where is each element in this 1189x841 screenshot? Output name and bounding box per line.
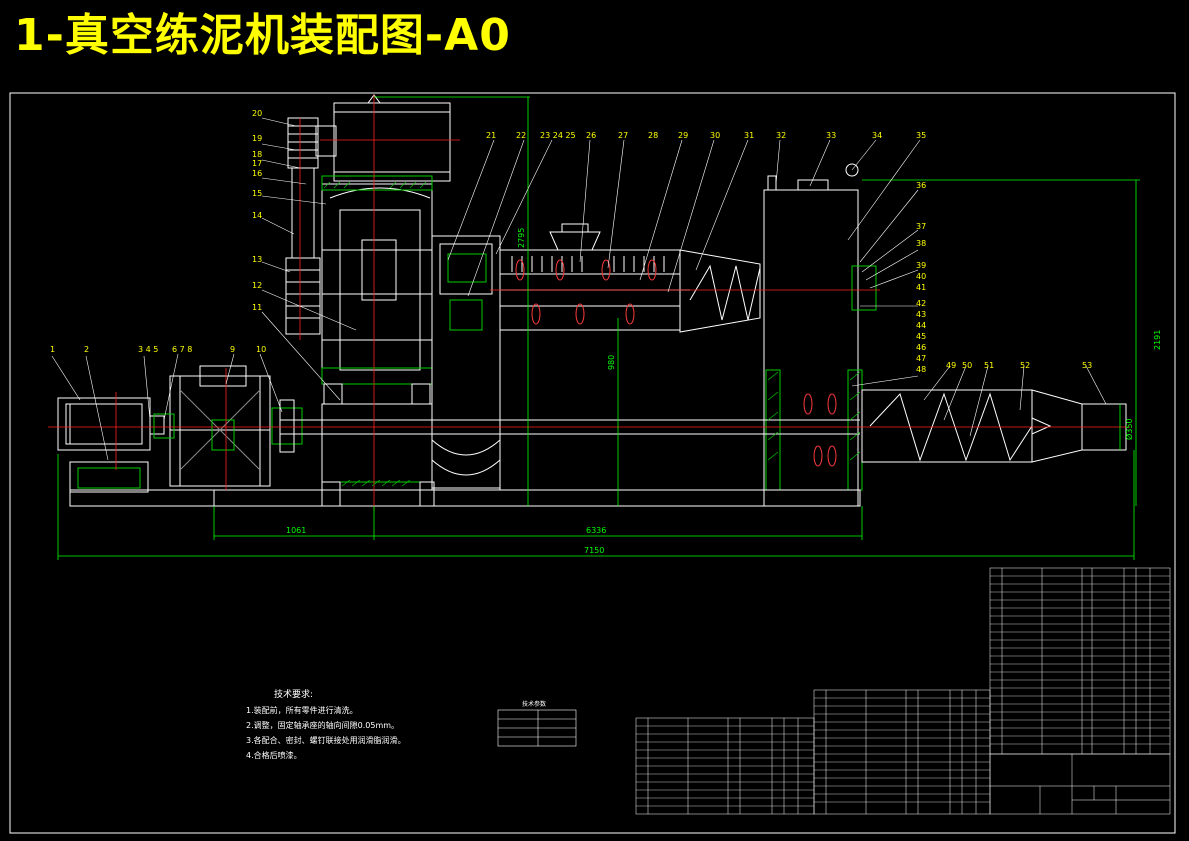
part-num-46: 46 <box>916 343 926 352</box>
sheet-border <box>9 92 1176 834</box>
coupling-left <box>153 399 303 453</box>
tech-param-table <box>497 709 577 747</box>
dim-inner: 980 <box>607 355 616 370</box>
part-num-29: 29 <box>678 131 688 140</box>
part-num-50: 50 <box>962 361 972 370</box>
part-num-1: 1 <box>50 345 55 354</box>
pulley-lower <box>285 257 321 335</box>
vacuum-chamber <box>763 163 877 507</box>
part-num-49: 49 <box>946 361 956 370</box>
part-num-23-24-25: 23 24 25 <box>540 131 576 140</box>
dim-overall: 7150 <box>584 546 604 555</box>
part-num-2: 2 <box>84 345 89 354</box>
part-numbers: 20 19 18 17 16 15 14 13 12 11 1 2 3 4 5 … <box>50 109 1092 374</box>
part-num-38: 38 <box>916 239 926 248</box>
tech-param-title: 技术参数 <box>522 700 546 708</box>
belt <box>291 168 315 258</box>
dim-height-total: 2795 <box>517 228 526 248</box>
dimension-labels: 2795 2191 980 Ø350 1061 6336 7150 <box>286 228 1162 555</box>
part-num-20: 20 <box>252 109 262 118</box>
part-num-42: 42 <box>916 299 926 308</box>
part-num-51: 51 <box>984 361 994 370</box>
part-num-33: 33 <box>826 131 836 140</box>
leader-lines <box>51 117 1107 461</box>
hatch-sections <box>323 181 861 487</box>
bom-table-left-rows <box>636 725 814 807</box>
part-num-19: 19 <box>252 134 262 143</box>
part-num-47: 47 <box>916 354 926 363</box>
part-num-6-7-8: 6 7 8 <box>172 345 192 354</box>
technical-requirements: 技术要求: 1.装配前，所有零件进行清洗。 2.调整，固定轴承座的轴向间隙0.0… <box>246 688 406 763</box>
tech-req-item-1: 1.装配前，所有零件进行清洗。 <box>246 706 358 715</box>
reducer <box>169 365 271 487</box>
part-num-41: 41 <box>916 283 926 292</box>
part-num-9: 9 <box>230 345 235 354</box>
main-shaft <box>280 289 860 435</box>
part-num-35: 35 <box>916 131 926 140</box>
part-num-45: 45 <box>916 332 926 341</box>
part-num-15: 15 <box>252 189 262 198</box>
gearbox-base <box>321 403 435 507</box>
part-num-39: 39 <box>916 261 926 270</box>
mixing-paddles <box>515 259 657 325</box>
dim-dia: Ø350 <box>1124 418 1134 440</box>
drawing-title: 1-真空练泥机装配图-A0 <box>14 10 511 61</box>
part-num-26: 26 <box>586 131 596 140</box>
center-lines <box>48 95 1130 510</box>
tech-req-item-2: 2.调整，固定轴承座的轴向间隙0.05mm。 <box>246 721 400 730</box>
upper-motor <box>315 94 451 182</box>
part-num-36: 36 <box>916 181 926 190</box>
part-num-53: 53 <box>1082 361 1092 370</box>
dim-mid: 1061 <box>286 526 306 535</box>
dimension-lines <box>57 96 1140 560</box>
part-num-37: 37 <box>916 222 926 231</box>
dim-span: 6336 <box>586 526 606 535</box>
tech-req-heading: 技术要求: <box>274 690 314 700</box>
part-num-28: 28 <box>648 131 658 140</box>
part-num-13: 13 <box>252 255 262 264</box>
part-num-16: 16 <box>252 169 262 178</box>
part-num-21: 21 <box>486 131 496 140</box>
hopper <box>549 223 601 251</box>
mixing-barrel <box>499 249 761 333</box>
part-num-17: 17 <box>252 159 262 168</box>
feed-box <box>431 235 501 489</box>
part-num-48: 48 <box>916 365 926 374</box>
part-num-30: 30 <box>710 131 720 140</box>
part-num-31: 31 <box>744 131 754 140</box>
part-num-14: 14 <box>252 211 262 220</box>
part-num-10: 10 <box>256 345 266 354</box>
bom-table-middle <box>813 689 991 815</box>
dim-height-right: 2191 <box>1153 330 1162 350</box>
part-num-3-4-5: 3 4 5 <box>138 345 158 354</box>
tech-req-item-3: 3.各配合、密封、螺钉联接处用润滑脂润滑。 <box>246 736 406 745</box>
part-num-40: 40 <box>916 272 926 281</box>
part-num-34: 34 <box>872 131 882 140</box>
part-num-43: 43 <box>916 310 926 319</box>
part-num-11: 11 <box>252 303 262 312</box>
part-num-18: 18 <box>252 150 262 159</box>
part-num-44: 44 <box>916 321 926 330</box>
barrel-fins <box>511 256 665 272</box>
tech-req-item-4: 4.合格后喷漆。 <box>246 751 302 760</box>
part-num-27: 27 <box>618 131 628 140</box>
motor-base <box>69 461 149 493</box>
part-num-32: 32 <box>776 131 786 140</box>
gearbox-frame <box>321 175 433 405</box>
bom-table-middle-rows <box>814 697 990 803</box>
machine-base <box>69 440 861 507</box>
motor-left <box>57 397 165 451</box>
bom-table-right <box>989 567 1171 755</box>
lower-paddles <box>803 393 837 467</box>
part-num-12: 12 <box>252 281 262 290</box>
part-num-52: 52 <box>1020 361 1030 370</box>
title-block <box>989 753 1171 815</box>
part-num-22: 22 <box>516 131 526 140</box>
pulley-upper <box>287 117 319 169</box>
screw-auger-upper <box>689 264 761 321</box>
bom-table-right-rows <box>990 575 1170 745</box>
